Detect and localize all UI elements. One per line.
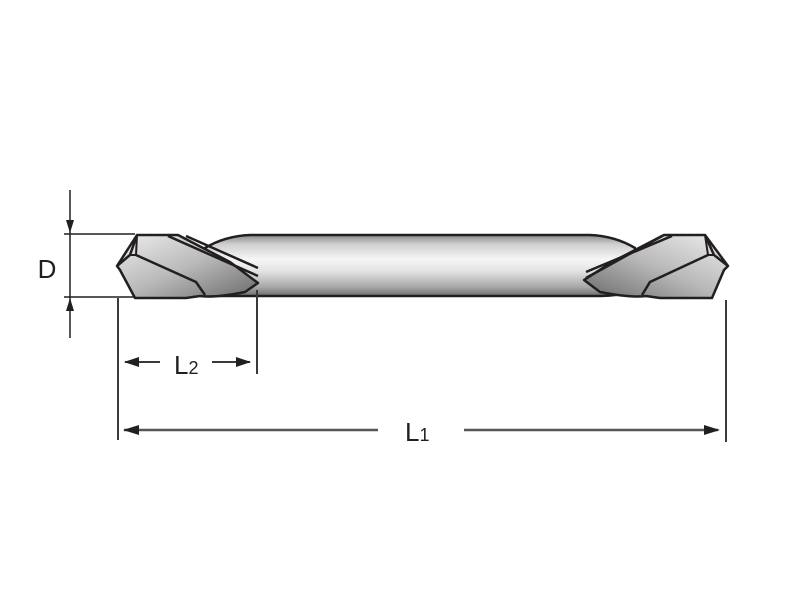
arrow-left-icon [123, 425, 139, 435]
diameter-label: D [38, 254, 57, 284]
arrow-right-icon [704, 425, 720, 435]
arrow-right-icon [236, 357, 251, 367]
flute-length-label: L2 [174, 350, 198, 380]
dimension-diameter: D [38, 190, 135, 338]
dimension-flute-length: L2 [124, 350, 251, 380]
left-drill-tip [115, 233, 260, 300]
drill-shank [188, 233, 642, 298]
arrow-down-icon [66, 220, 74, 233]
overall-length-label: L1 [405, 417, 429, 447]
drill-bit [115, 233, 730, 300]
arrow-up-icon [66, 298, 74, 311]
dimension-overall-length: L1 [123, 417, 720, 447]
arrow-left-icon [124, 357, 139, 367]
right-drill-tip [582, 233, 730, 300]
